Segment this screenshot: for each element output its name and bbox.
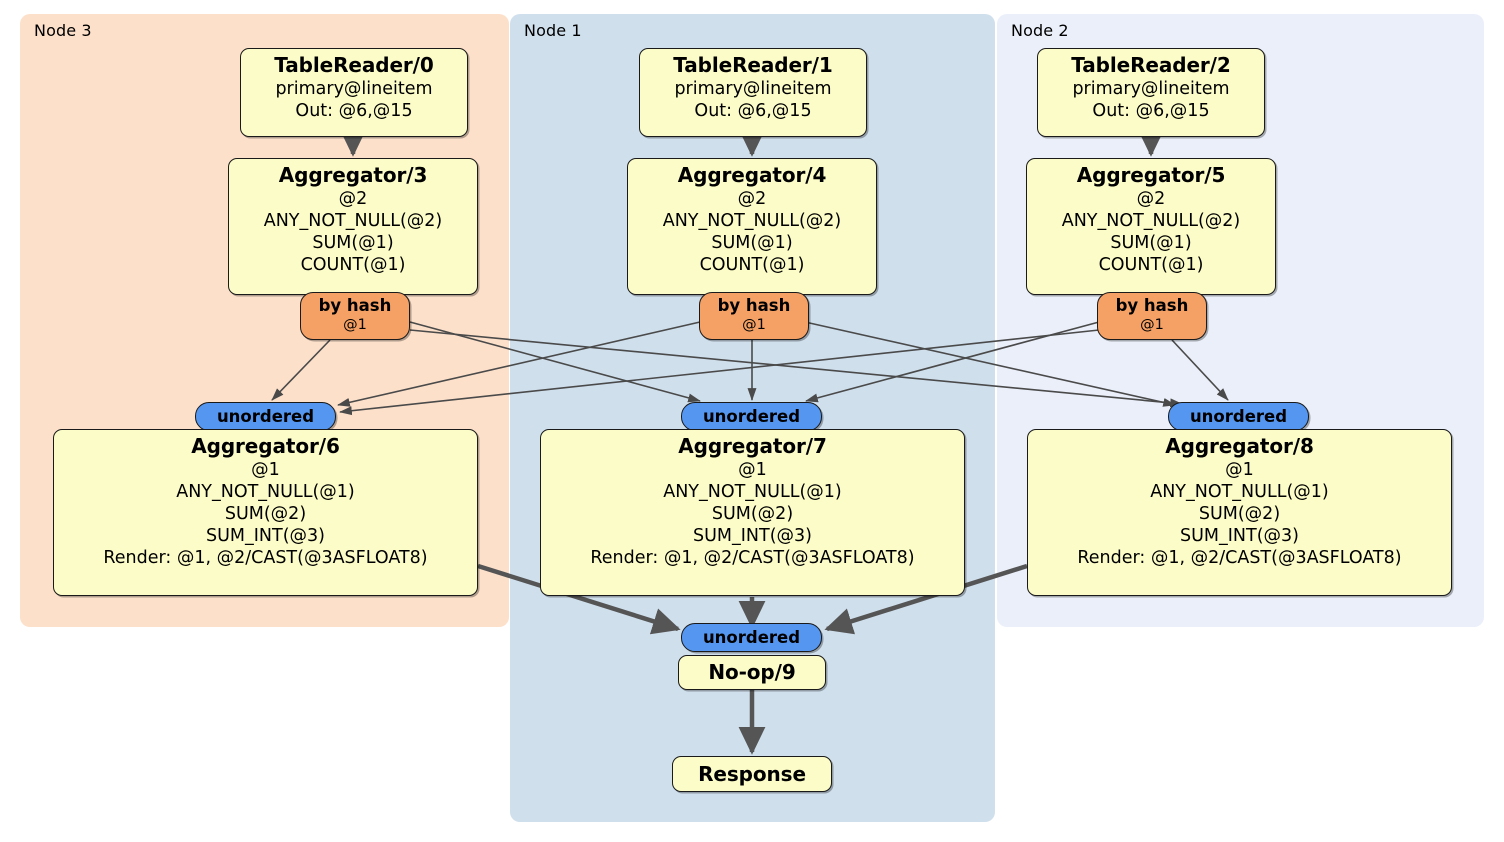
processor-line: primary@lineitem xyxy=(674,79,832,99)
processor-line: Render: @1, @2/CAST(@3ASFLOAT8) xyxy=(103,548,428,568)
processor-title: Aggregator/5 xyxy=(1076,163,1226,187)
badge-title: by hash xyxy=(318,296,392,315)
processor-title: Response xyxy=(698,761,806,786)
output-badge-by-hash-5[interactable]: by hash @1 xyxy=(1097,292,1207,340)
processor-response[interactable]: Response xyxy=(672,756,832,792)
processor-line: Out: @6,@15 xyxy=(295,101,413,121)
badge-title: by hash xyxy=(1115,296,1189,315)
processor-title: TableReader/0 xyxy=(274,53,434,77)
processor-noop9[interactable]: No-op/9 xyxy=(678,655,826,690)
processor-line: SUM(@1) xyxy=(312,233,394,253)
processor-line: ANY_NOT_NULL(@1) xyxy=(1150,482,1329,502)
badge-subtitle: @1 xyxy=(742,317,766,333)
processor-title: Aggregator/3 xyxy=(278,163,428,187)
processor-line: SUM_INT(@3) xyxy=(693,526,812,546)
processor-line: SUM(@1) xyxy=(711,233,793,253)
processor-line: @2 xyxy=(338,189,368,209)
processor-title: TableReader/2 xyxy=(1071,53,1231,77)
processor-title: Aggregator/6 xyxy=(191,434,340,458)
node-panel-label-node2: Node 2 xyxy=(1011,21,1069,40)
processor-tablereader0[interactable]: TableReader/0 primary@lineitem Out: @6,@… xyxy=(240,48,468,137)
output-badge-by-hash-4[interactable]: by hash @1 xyxy=(699,292,809,340)
processor-line: COUNT(@1) xyxy=(1098,255,1204,275)
badge-subtitle: @1 xyxy=(343,317,367,333)
processor-aggregator4[interactable]: Aggregator/4 @2 ANY_NOT_NULL(@2) SUM(@1)… xyxy=(627,158,877,295)
processor-line: Render: @1, @2/CAST(@3ASFLOAT8) xyxy=(1077,548,1402,568)
processor-line: ANY_NOT_NULL(@1) xyxy=(176,482,355,502)
processor-aggregator8[interactable]: Aggregator/8 @1 ANY_NOT_NULL(@1) SUM(@2)… xyxy=(1027,429,1452,596)
node-panel-label-node3: Node 3 xyxy=(34,21,92,40)
input-badge-unordered-7[interactable]: unordered xyxy=(681,402,822,431)
processor-line: SUM(@1) xyxy=(1110,233,1192,253)
input-badge-unordered-6[interactable]: unordered xyxy=(195,402,336,431)
processor-aggregator7[interactable]: Aggregator/7 @1 ANY_NOT_NULL(@1) SUM(@2)… xyxy=(540,429,965,596)
processor-line: @1 xyxy=(251,460,280,480)
processor-aggregator6[interactable]: Aggregator/6 @1 ANY_NOT_NULL(@1) SUM(@2)… xyxy=(53,429,478,596)
processor-tablereader2[interactable]: TableReader/2 primary@lineitem Out: @6,@… xyxy=(1037,48,1265,137)
processor-line: @1 xyxy=(738,460,767,480)
processor-line: SUM_INT(@3) xyxy=(206,526,325,546)
badge-title: unordered xyxy=(1189,406,1288,426)
processor-line: ANY_NOT_NULL(@2) xyxy=(263,211,443,231)
processor-line: Out: @6,@15 xyxy=(694,101,812,121)
processor-line: SUM(@2) xyxy=(224,504,307,524)
processor-title: Aggregator/8 xyxy=(1165,434,1314,458)
processor-tablereader1[interactable]: TableReader/1 primary@lineitem Out: @6,@… xyxy=(639,48,867,137)
processor-aggregator5[interactable]: Aggregator/5 @2 ANY_NOT_NULL(@2) SUM(@1)… xyxy=(1026,158,1276,295)
processor-line: ANY_NOT_NULL(@2) xyxy=(662,211,842,231)
badge-title: by hash xyxy=(717,296,791,315)
processor-line: @1 xyxy=(1225,460,1254,480)
badge-title: unordered xyxy=(702,627,801,647)
processor-line: Out: @6,@15 xyxy=(1092,101,1210,121)
output-badge-by-hash-3[interactable]: by hash @1 xyxy=(300,292,410,340)
processor-line: ANY_NOT_NULL(@2) xyxy=(1061,211,1241,231)
processor-title: TableReader/1 xyxy=(673,53,833,77)
processor-line: Render: @1, @2/CAST(@3ASFLOAT8) xyxy=(590,548,915,568)
badge-title: unordered xyxy=(702,406,801,426)
processor-line: COUNT(@1) xyxy=(300,255,406,275)
processor-aggregator3[interactable]: Aggregator/3 @2 ANY_NOT_NULL(@2) SUM(@1)… xyxy=(228,158,478,295)
input-badge-unordered-8[interactable]: unordered xyxy=(1168,402,1309,431)
badge-subtitle: @1 xyxy=(1140,317,1164,333)
processor-line: ANY_NOT_NULL(@1) xyxy=(663,482,842,502)
processor-line: primary@lineitem xyxy=(1072,79,1230,99)
node-panel-label-node1: Node 1 xyxy=(524,21,582,40)
processor-line: @2 xyxy=(1136,189,1166,209)
processor-title: No-op/9 xyxy=(708,660,796,684)
processor-line: SUM(@2) xyxy=(711,504,794,524)
processor-line: COUNT(@1) xyxy=(699,255,805,275)
processor-line: @2 xyxy=(737,189,767,209)
processor-line: SUM(@2) xyxy=(1198,504,1281,524)
badge-title: unordered xyxy=(216,406,315,426)
processor-line: primary@lineitem xyxy=(275,79,433,99)
processor-title: Aggregator/4 xyxy=(677,163,827,187)
input-badge-unordered-9[interactable]: unordered xyxy=(681,623,822,652)
processor-title: Aggregator/7 xyxy=(678,434,827,458)
processor-line: SUM_INT(@3) xyxy=(1180,526,1299,546)
